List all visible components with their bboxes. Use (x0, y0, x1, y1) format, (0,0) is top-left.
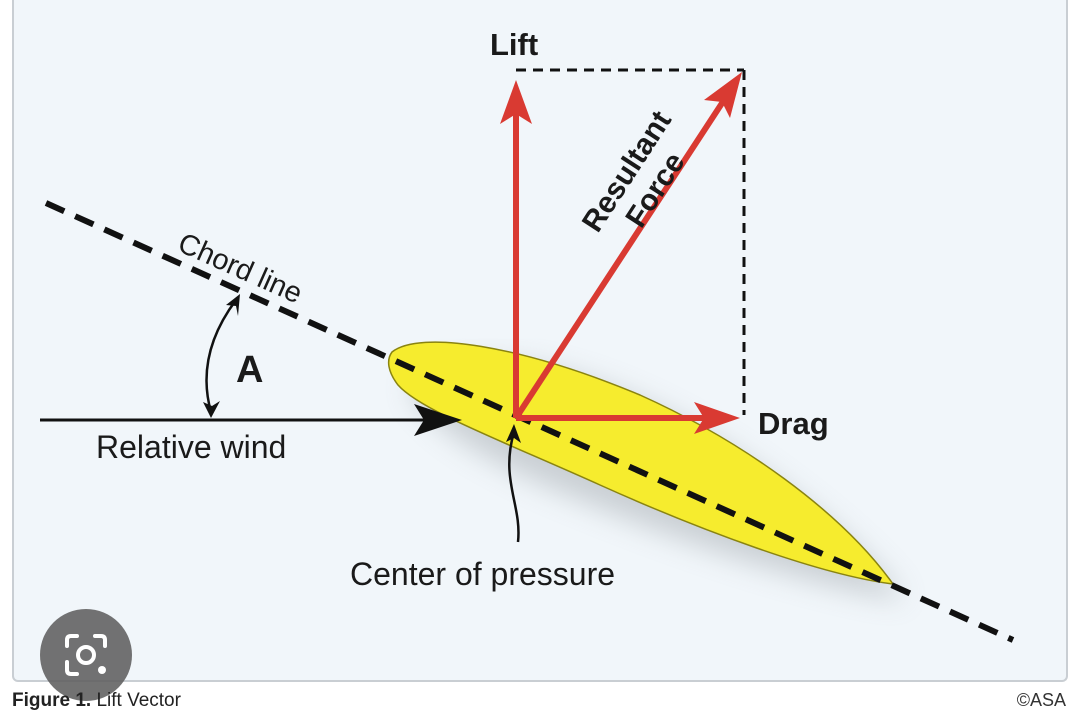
angle-label: A (236, 349, 263, 391)
camera-lens-icon (65, 634, 107, 676)
lift-arrowhead (500, 80, 532, 124)
relative-wind-arrowhead (414, 404, 462, 436)
airfoil (387, 341, 895, 585)
diagram-panel (12, 0, 1068, 682)
relative-wind-label: Relative wind (96, 429, 286, 465)
copyright-notice: ©ASA (1016, 690, 1066, 710)
angle-of-attack-arc (205, 299, 238, 413)
figure-number: Figure 1. (12, 690, 92, 711)
center-of-pressure-pointer (508, 431, 520, 543)
figure-title: Lift Vector (91, 690, 181, 711)
drag-arrowhead (694, 402, 740, 434)
chord-line (44, 200, 1015, 643)
angle-arc-head-top (226, 294, 240, 316)
drag-label: Drag (758, 406, 829, 441)
lift-label: Lift (490, 27, 538, 62)
resultant-arrowhead (704, 72, 742, 118)
image-search-button[interactable] (40, 609, 132, 701)
center-of-pressure-label: Center of pressure (350, 556, 615, 592)
resultant-force-vector (513, 92, 731, 420)
angle-arc-head-bottom (203, 401, 220, 418)
figure-caption: Figure 1. Lift Vector (12, 690, 181, 712)
center-of-pressure-arrowhead (506, 424, 521, 443)
resultant-force-label-group: Resultant Force (576, 105, 692, 238)
